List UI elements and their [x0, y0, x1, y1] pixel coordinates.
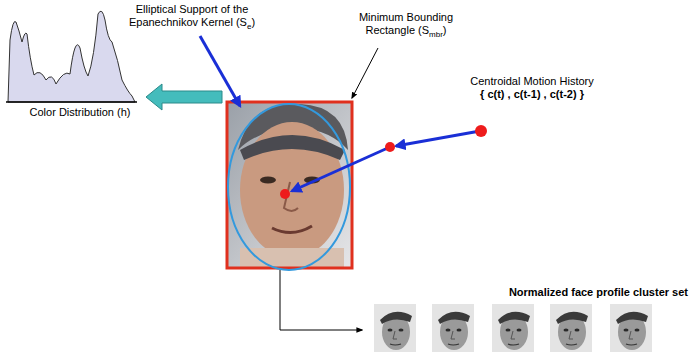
leader-line: [280, 270, 362, 330]
annotation-label: ): [251, 16, 255, 28]
face-thumbnail: [550, 304, 592, 352]
face-thumbnail: [492, 304, 534, 352]
label-group: Color Distribution (h): [18, 106, 142, 119]
label-group: Minimum Bounding Rectangle (Smbr): [350, 11, 462, 41]
flow-arrow: [146, 84, 222, 110]
centroid-dot: [385, 142, 395, 152]
centroid-dot: [280, 189, 290, 199]
face-thumbnail: [610, 304, 652, 352]
face-thumbnail: [374, 304, 416, 352]
annotation-label: Normalized face profile cluster set: [509, 286, 688, 298]
subscript-text: e: [247, 22, 251, 31]
annotation-label: Color Distribution (h): [30, 106, 131, 118]
subscript-text: mbr: [429, 30, 443, 39]
color-histogram: [8, 11, 135, 102]
annotation-label: Elliptical Support of the Epanechnikov K…: [129, 3, 248, 28]
histogram-baseline: [6, 101, 137, 103]
face-thumbnail: [432, 304, 474, 352]
annotation-label: { c(t) , c(t-1) , c(t-2) }: [452, 88, 612, 101]
annotation-label: Centroidal Motion History: [452, 75, 612, 88]
leader-arrow: [200, 36, 240, 106]
kernel-ellipse: [228, 104, 350, 270]
label-group: Normalized face profile cluster set: [452, 286, 688, 299]
motion-arrow: [396, 131, 480, 146]
motion-arrow: [292, 147, 390, 191]
label-group: Elliptical Support of the Epanechnikov K…: [118, 3, 266, 33]
leader-arrow: [352, 48, 378, 98]
label-group: Centroidal Motion History{ c(t) , c(t-1)…: [452, 75, 612, 101]
centroid-dot: [475, 125, 487, 137]
annotation-label: ): [443, 24, 447, 36]
